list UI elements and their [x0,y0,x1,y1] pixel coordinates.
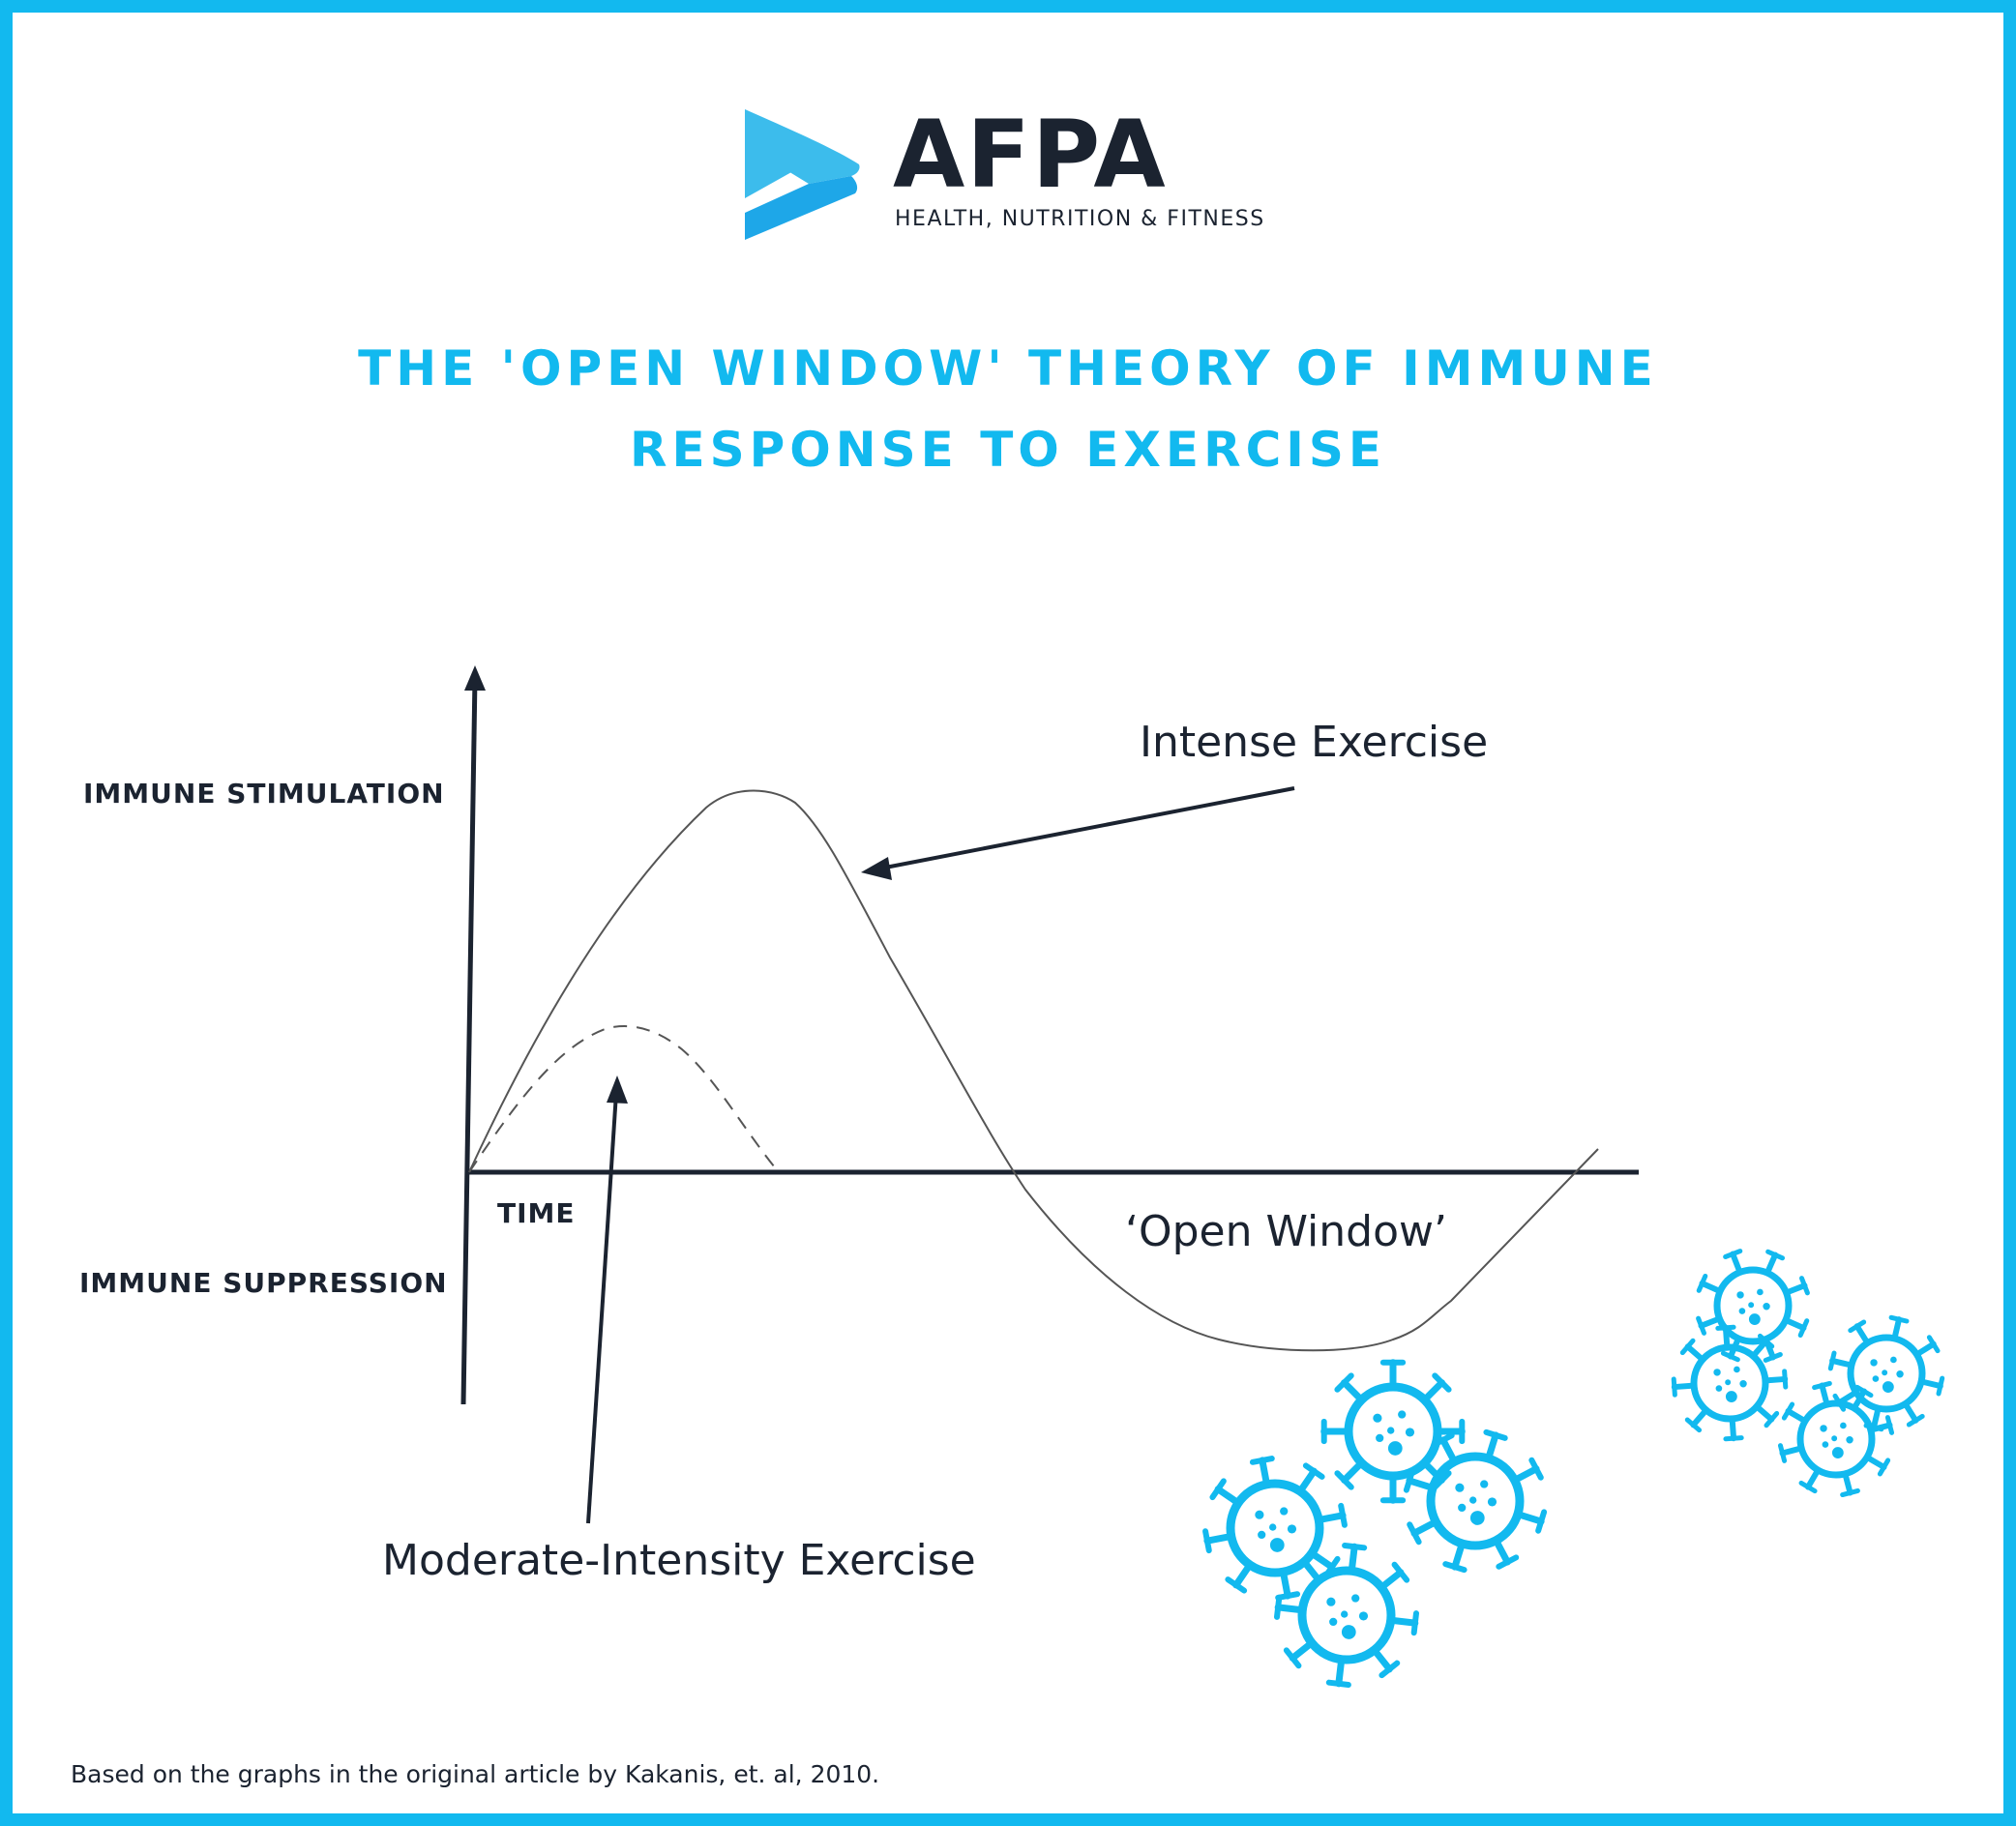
y-axis-bottom-label: IMMUNE SUPPRESSION [79,1267,448,1299]
moderate-exercise-curve [468,1025,780,1173]
y-axis [460,665,486,1405]
virus-icon [1671,1324,1789,1442]
chevron-arrow-icon [745,109,860,240]
open-window-label: ‘Open Window’ [1125,1207,1447,1256]
logo-tagline: HEALTH, NUTRITION & FITNESS [895,207,1265,231]
intense-exercise-label: Intense Exercise [1140,718,1489,767]
virus-icon [1202,1456,1348,1601]
moderate-arrow [586,1075,628,1524]
y-axis-arrowhead [464,665,486,691]
virus-icon [1696,1249,1810,1363]
virus-icon [1777,1380,1895,1498]
intense-exercise-curve [468,789,1599,1352]
virus-cluster [1202,1249,1945,1688]
virus-icon [1320,1359,1466,1504]
virus-icon [1827,1314,1945,1432]
x-axis-label: TIME [497,1197,576,1229]
y-axis-top-label: IMMUNE STIMULATION [83,778,445,810]
virus-icon [1274,1543,1419,1688]
virus-icon [1403,1428,1548,1574]
intense-arrow [861,786,1295,880]
moderate-exercise-label: Moderate-Intensity Exercise [382,1536,976,1585]
logo-name: AFPA [893,101,1168,209]
source-note: Based on the graphs in the original arti… [71,1760,880,1788]
page-title-line-2: RESPONSE TO EXERCISE [629,422,1387,478]
page-title-line-1: THE 'OPEN WINDOW' THEORY OF IMMUNE [358,340,1658,397]
